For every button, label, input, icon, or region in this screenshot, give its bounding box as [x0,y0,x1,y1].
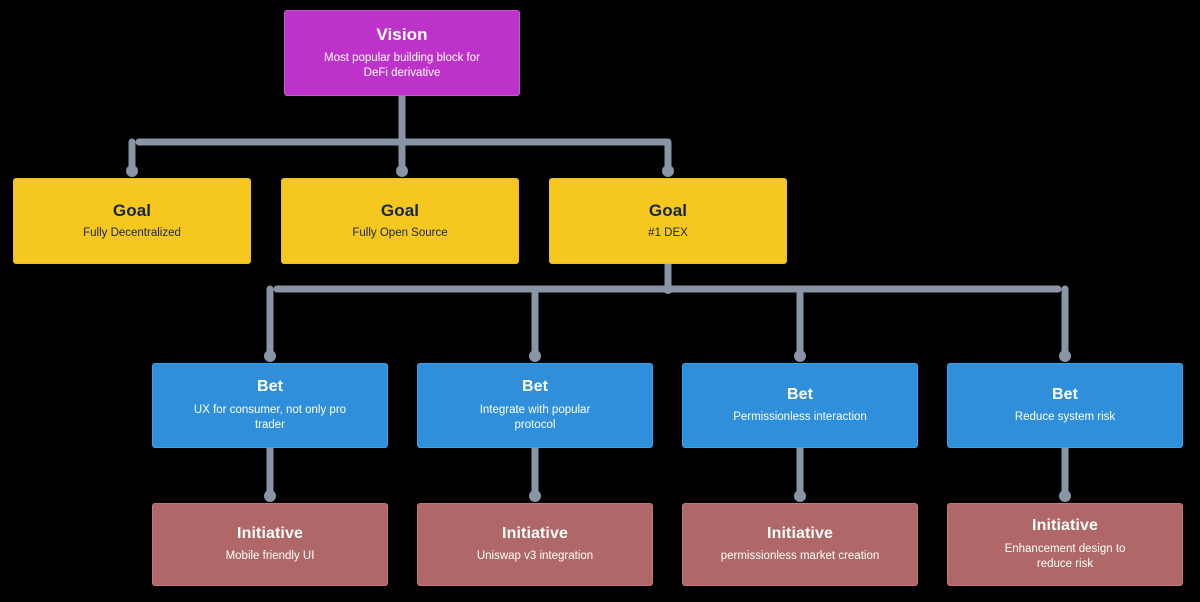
node-subtitle: Integrate with popular protocol [480,403,591,433]
node-title: Bet [786,385,814,403]
node-title: Goal [112,200,152,220]
node-title: Goal [648,200,688,220]
node-goal-3[interactable]: Goal #1 DEX [549,178,787,264]
node-initiative-3[interactable]: Initiative permissionless market creatio… [682,503,918,586]
node-goal-1[interactable]: Goal Fully Decentralized [13,178,251,264]
edge-junction-dot [397,137,407,147]
node-title: Bet [1051,385,1079,403]
node-subtitle: UX for consumer, not only pro trader [194,403,346,433]
node-subtitle: Fully Open Source [352,227,448,240]
node-title: Bet [256,378,284,396]
node-title: Initiative [1032,517,1098,535]
node-title: Goal [380,200,420,220]
node-subtitle: Permissionless interaction [733,411,867,424]
node-subtitle: Fully Decentralized [83,227,181,240]
node-title: Initiative [237,524,303,542]
node-title: Vision [376,25,428,45]
node-subtitle: Uniswap v3 integration [476,550,594,563]
node-subtitle: #1 DEX [648,227,688,240]
node-title: Initiative [502,524,568,542]
node-initiative-1[interactable]: Initiative Mobile friendly UI [152,503,388,586]
edge-endpoint-dot [529,350,541,362]
node-subtitle-line: protocol [514,418,556,431]
node-subtitle: Enhancement design to reduce risk [1005,542,1126,572]
node-subtitle-line: DeFi derivative [363,66,441,79]
node-subtitle-line: Most popular building block for [324,51,480,64]
node-title: Bet [521,378,549,396]
node-bet-4[interactable]: Bet Reduce system risk [947,363,1183,448]
edge-endpoint-dot [794,490,806,502]
node-bet-1[interactable]: Bet UX for consumer, not only pro trader [152,363,388,448]
node-bet-2[interactable]: Bet Integrate with popular protocol [417,363,653,448]
node-subtitle-line: Enhancement design to [1004,542,1126,555]
edge-endpoint-dot [264,350,276,362]
node-initiative-4[interactable]: Initiative Enhancement design to reduce … [947,503,1183,586]
edge-endpoint-dot [396,165,408,177]
node-subtitle-line: reduce risk [1036,557,1094,570]
edge-endpoint-dot [1059,490,1071,502]
node-subtitle-line: Integrate with popular [479,403,591,416]
node-bet-3[interactable]: Bet Permissionless interaction [682,363,918,448]
node-subtitle-line: trader [254,418,286,431]
node-initiative-2[interactable]: Initiative Uniswap v3 integration [417,503,653,586]
node-subtitle: Reduce system risk [1014,411,1116,424]
edge-endpoint-dot [662,165,674,177]
node-subtitle: permissionless market creation [720,550,880,563]
node-vision-1[interactable]: Vision Most popular building block for D… [284,10,520,96]
node-goal-2[interactable]: Goal Fully Open Source [281,178,519,264]
edge-endpoint-dot [794,350,806,362]
edge-endpoint-dot [1059,350,1071,362]
edge-endpoint-dot [264,490,276,502]
node-title: Initiative [767,524,833,542]
node-subtitle: Most popular building block for DeFi der… [324,51,480,81]
edge-junction-dot [663,284,673,294]
node-subtitle-line: UX for consumer, not only pro [193,403,347,416]
edge-endpoint-dot [529,490,541,502]
node-subtitle: Mobile friendly UI [225,550,315,563]
edge-endpoint-dot [126,165,138,177]
